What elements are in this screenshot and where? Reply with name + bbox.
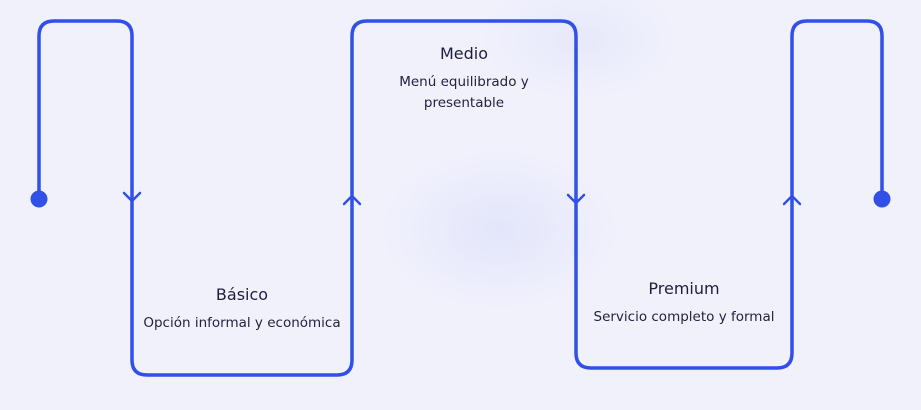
flow-path [37,19,884,377]
step-title: Básico [215,285,269,304]
step-description: Opción informal y económica [143,315,341,331]
step-title: Premium [648,279,720,298]
step-title: Medio [439,44,489,63]
arrow-up-icon [342,194,362,206]
step-basico: Básico Opción informal y económica [142,285,342,334]
step-medio: Medio Menú equilibrado y presentable [364,44,564,114]
start-dot [30,190,48,208]
step-description: Servicio completo y formal [593,309,775,325]
step-premium: Premium Servicio completo y formal [584,279,784,328]
arrow-down-icon [122,191,142,203]
arrow-up-icon [782,194,802,206]
step-description: Menú equilibrado y presentable [399,74,529,111]
end-dot [873,190,891,208]
arrow-down-icon [566,193,586,205]
